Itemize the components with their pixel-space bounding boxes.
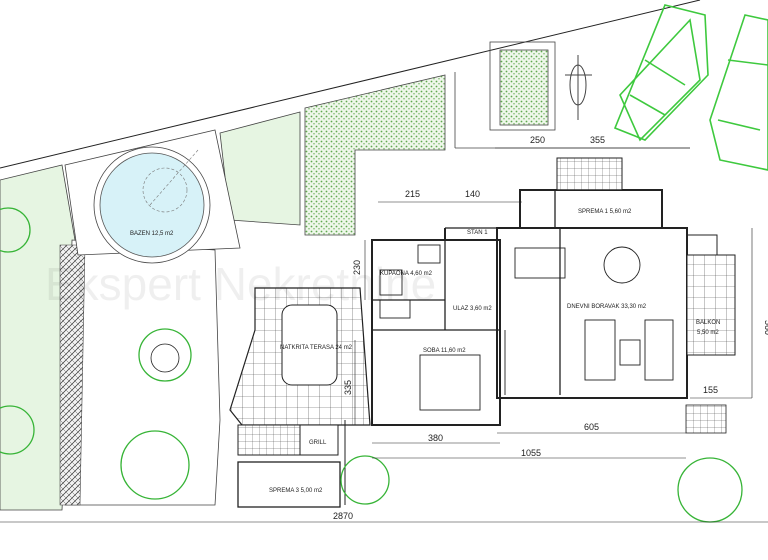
planted-area-l (304, 74, 446, 236)
motorbike-icon (565, 55, 592, 120)
dim-2870: 2870 (333, 511, 353, 521)
dim-250: 250 (530, 135, 545, 145)
stairs-upper (556, 157, 623, 191)
room-label-balkon-area: 5,50 m2 (697, 330, 719, 336)
pool-label: BAZEN 12,5 m2 (130, 231, 174, 237)
dim-140: 140 (465, 189, 480, 199)
dim-230: 230 (352, 260, 362, 275)
dim-155: 155 (703, 385, 718, 395)
room-label-sprema3: SPREMA 3 5,00 m2 (269, 488, 323, 494)
grill-area (299, 424, 339, 456)
dim-605: 605 (584, 422, 599, 432)
room-label-grill: GRILL (309, 440, 327, 446)
room-label-sprema1: SPREMA 1 5,60 m2 (578, 209, 632, 215)
furniture (379, 244, 674, 411)
pool (99, 152, 205, 258)
dim-380: 380 (428, 433, 443, 443)
room-label-balkon: BALKON (696, 320, 720, 326)
car-icon (709, 14, 768, 171)
room-label-soba: SOBA 11,60 m2 (423, 348, 466, 354)
room-label-ulaz: ULAZ 3,60 m2 (453, 306, 492, 312)
dim-355: 355 (590, 135, 605, 145)
dim-1055: 1055 (521, 448, 541, 458)
lawn-center (219, 111, 301, 226)
dim-335: 335 (343, 380, 353, 395)
planted-area-small (499, 49, 549, 126)
room-label-terasa: NATKRITA TERASA 24 m2 (280, 345, 353, 351)
tree-icon (0, 207, 743, 523)
stairs-lower (685, 404, 727, 434)
room-label-stan: STAN 1 (467, 230, 488, 236)
car-icon (613, 4, 709, 142)
room-label-kupaona: KUPAONA 4,60 m2 (380, 271, 433, 277)
dim-560: 560 (763, 320, 768, 335)
room-label-dnevni: DNEVNI BORAVAK 33,30 m2 (567, 304, 647, 310)
balcony (686, 254, 736, 356)
watermark: Ekspert Nekretnine (45, 258, 436, 310)
dim-215: 215 (405, 189, 420, 199)
storage-3 (237, 461, 341, 508)
site-boundary-north (0, 0, 701, 169)
